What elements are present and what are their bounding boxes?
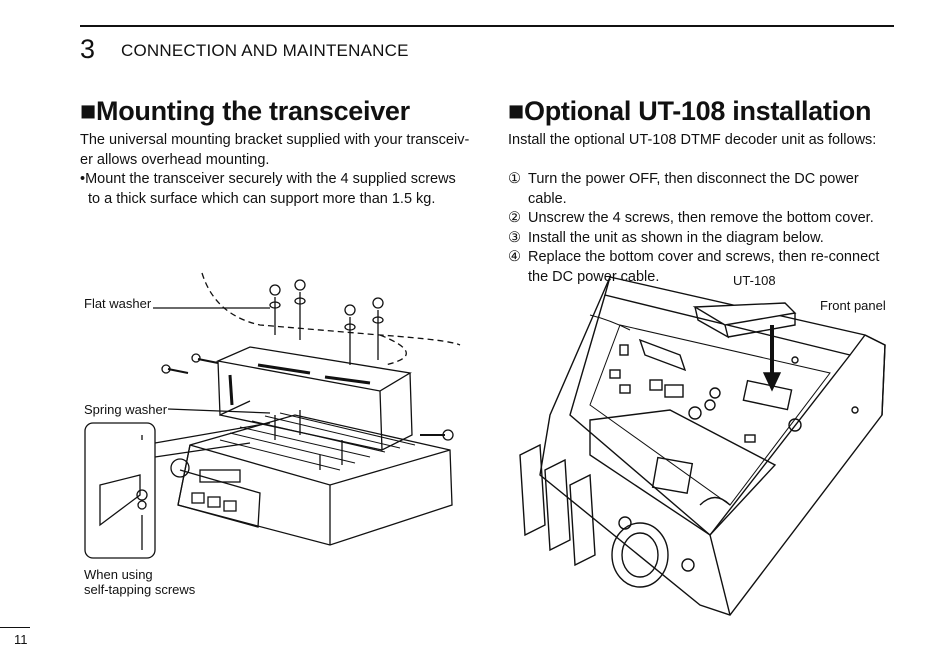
ut108-heading: ■Optional UT-108 installation [508, 96, 872, 126]
bullet-line-1: •Mount the transceiver securely with the… [80, 171, 456, 187]
header-rule [80, 25, 894, 27]
label-self-tapping-1: When using [84, 567, 153, 582]
step-1-text: Turn the power OFF, then disconnect the … [528, 171, 859, 207]
mounting-intro: The universal mounting bracket supplied … [80, 131, 470, 209]
chapter-title: CONNECTION AND MAINTENANCE [121, 41, 409, 60]
label-flat-washer: Flat washer [84, 296, 152, 311]
label-front-panel: Front panel [820, 298, 886, 313]
mounting-heading: ■Mounting the transceiver [80, 96, 410, 126]
ut108-steps: ① Turn the power OFF, then disconnect th… [508, 170, 900, 287]
mounting-illustration [84, 272, 461, 559]
footer-rule [0, 627, 30, 628]
chapter-number: 3 [80, 34, 96, 64]
label-ut108: UT-108 [733, 273, 776, 288]
ut108-illustration [519, 276, 886, 616]
step-2-number: ② [508, 210, 521, 226]
page-number: 11 [14, 632, 28, 647]
intro-line-1: The universal mounting bracket supplied … [80, 132, 470, 148]
step-2-text: Unscrew the 4 screws, then remove the bo… [528, 210, 874, 226]
step-1: ① Turn the power OFF, then disconnect th… [508, 170, 900, 209]
step-3-number: ③ [508, 229, 521, 246]
step-3: ③ Install the unit as shown in the diagr… [508, 229, 900, 249]
ut108-intro: Install the optional UT-108 DTMF decoder… [508, 132, 877, 148]
step-2: ② Unscrew the 4 screws, then remove the … [508, 209, 900, 229]
label-self-tapping-2: self-tapping screws [84, 582, 196, 597]
step-4-number: ④ [508, 249, 521, 265]
bullet-line-2: to a thick surface which can support mor… [88, 190, 436, 207]
intro-line-2: er allows overhead mounting. [80, 151, 270, 168]
label-spring-washer: Spring washer [84, 402, 168, 417]
step-3-text: Install the unit as shown in the diagram… [528, 229, 824, 246]
step-1-number: ① [508, 171, 521, 187]
